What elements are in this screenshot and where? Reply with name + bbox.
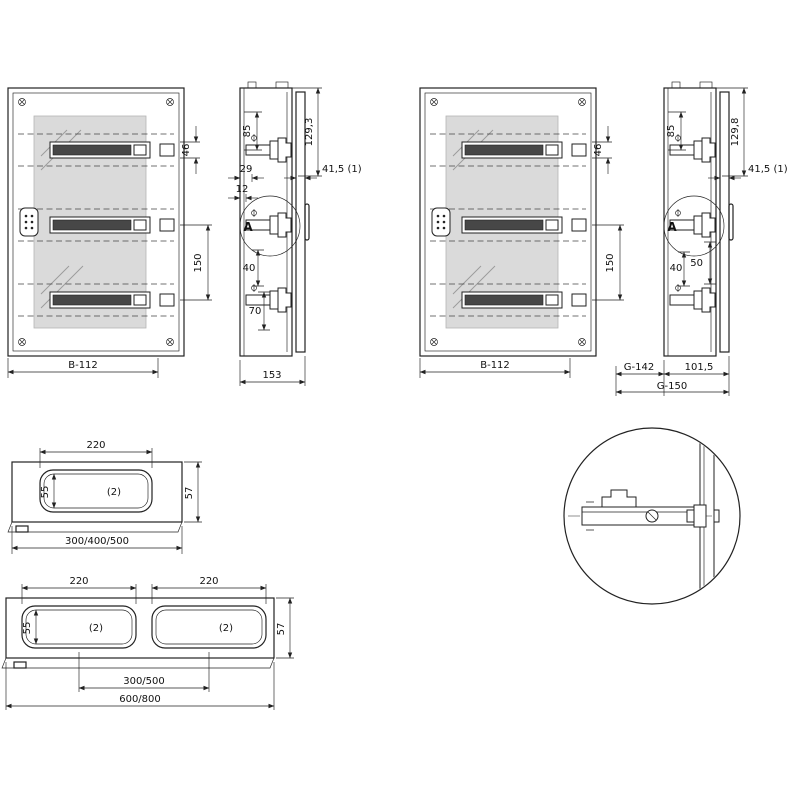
cable-cutout-right-inner: [155, 609, 263, 645]
cutout-qty-note-1: (2): [89, 623, 103, 634]
dim-offset-29: 29: [240, 164, 253, 175]
front-view-right-dims: 46 150 B-112: [419, 126, 624, 378]
dim-offset-12: 12: [236, 184, 249, 195]
dim-row-height: 46: [181, 144, 192, 157]
dim-row-pitch: 150: [605, 253, 616, 272]
wall-fixing-block: [693, 504, 707, 528]
dim-offset-50: 50: [690, 258, 703, 269]
dim-row-pitch: 150: [193, 253, 204, 272]
body-outline: [5, 597, 275, 659]
front-view-left-dims: 46 150 B-112: [7, 126, 212, 378]
cable-cutout-left-outer: [21, 605, 137, 649]
dim-door-depth: 41,5 (1): [748, 164, 788, 175]
cutout-qty-note: (2): [107, 487, 121, 498]
dim-cutout-spacing: 300/500: [123, 676, 165, 687]
dim-body-depth: 101,5: [685, 362, 714, 373]
dim-g-left: G-142: [624, 362, 654, 373]
dim-row-height: 46: [593, 144, 604, 157]
detail-contents: [568, 429, 720, 603]
dim-depth: 57: [276, 623, 287, 636]
cable-cutout-outer: [39, 469, 153, 513]
detail-label: A: [243, 220, 253, 234]
dim-height-top: 129,8: [730, 118, 741, 147]
dim-top-offset: 85: [666, 125, 677, 138]
detail-view-a: [563, 427, 741, 605]
cable-cutout-inner: [43, 473, 149, 509]
side-view-right: [663, 81, 734, 357]
dim-cutout-height: 55: [40, 486, 51, 499]
mounting-foot: [13, 661, 27, 669]
dim-offset-40: 40: [670, 263, 683, 274]
detail-callout-circle: [663, 195, 725, 257]
dim-depth: 153: [262, 370, 281, 381]
dim-cutout-width: 220: [86, 440, 105, 451]
screw-head: [686, 509, 695, 523]
body-outline: [11, 461, 183, 523]
detail-callout-circle: [239, 195, 301, 257]
detail-label: A: [667, 220, 677, 234]
side-view-right-dims: 85 129,8 41,5 (1) A 50 40 G-142 101,5 G-…: [615, 87, 788, 396]
dim-width: B-112: [480, 360, 510, 371]
din-rail-bar: [581, 506, 695, 526]
dim-height-top: 129,3: [304, 118, 315, 147]
dim-top-offset: 85: [242, 125, 253, 138]
front-view-right: [419, 87, 597, 357]
side-view-left-dims: 85 129,3 29 41,5 (1) 12 A 40 70 153: [228, 87, 362, 386]
dim-offset-40: 40: [243, 263, 256, 274]
front-view-left: [7, 87, 185, 357]
cable-cutout-left-inner: [25, 609, 133, 645]
screw-nut: [713, 509, 720, 523]
mounting-foot: [15, 525, 29, 533]
dim-widths: 300/400/500: [65, 536, 129, 547]
dim-total-width: 600/800: [119, 694, 161, 705]
top-view-large: 220 220 55 (2) (2) 57 300/500 600/800: [1, 576, 294, 710]
dim-cutout-width-1: 220: [69, 576, 88, 587]
dim-cutout-width-2: 220: [199, 576, 218, 587]
dim-cutout-height: 55: [22, 622, 33, 635]
dim-width: B-112: [68, 360, 98, 371]
dim-g-total: G-150: [657, 381, 687, 392]
rail-clamp-hook: [601, 489, 637, 508]
dim-offset-70: 70: [249, 306, 262, 317]
dim-depth: 57: [184, 487, 195, 500]
detail-circle-outline: [563, 427, 741, 605]
cutout-qty-note-2: (2): [219, 623, 233, 634]
dim-door-depth: 41,5 (1): [322, 164, 362, 175]
cable-cutout-right-outer: [151, 605, 267, 649]
top-view-small: 220 55 (2) 57 300/400/500: [7, 440, 202, 554]
